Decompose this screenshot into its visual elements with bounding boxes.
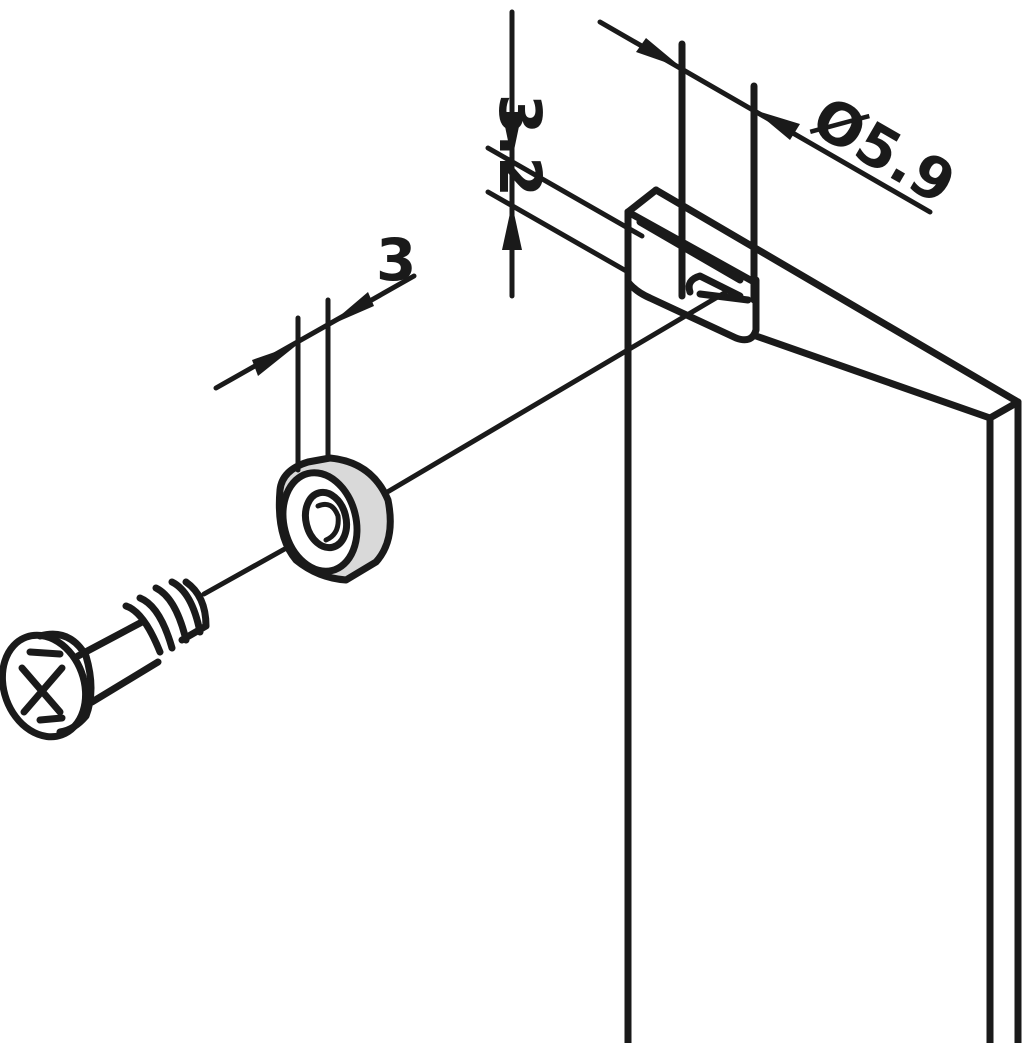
dim-washer-thickness: 3	[213, 226, 417, 473]
phillips-cross-icon	[18, 648, 66, 724]
dim-arrow-right	[754, 110, 800, 140]
dim-arrow-top	[502, 112, 522, 160]
slot-inner-bottom	[685, 272, 744, 300]
screw-head-rim	[36, 630, 95, 736]
slot-outline	[624, 208, 760, 344]
screw-thread	[122, 578, 210, 656]
washer	[275, 454, 394, 584]
slot-hole-lines	[678, 40, 758, 304]
dim-line	[213, 273, 417, 391]
slot-hole-floor	[696, 290, 752, 304]
dim-label-diameter: Ø5.9	[801, 83, 967, 218]
dim-label-3-2: 3.2	[486, 94, 554, 197]
slot	[624, 40, 760, 344]
dim-label-3: 3	[376, 226, 416, 294]
dim-slot-height: 3.2	[485, 9, 645, 299]
slot-inner-top	[636, 218, 744, 284]
dim-arrow-bottom	[502, 204, 522, 250]
dim-arrow-right	[328, 292, 374, 326]
washer-hole-inner	[315, 501, 341, 543]
panel-top-corner	[624, 186, 1022, 422]
panel-top-back-edge	[652, 186, 1022, 406]
assembly-axis	[201, 289, 729, 597]
screw-shank	[74, 618, 162, 706]
dim-arrow-left	[636, 38, 682, 68]
dim-arrow-left	[252, 344, 298, 376]
washer-hole	[301, 488, 351, 552]
screw	[0, 578, 210, 741]
